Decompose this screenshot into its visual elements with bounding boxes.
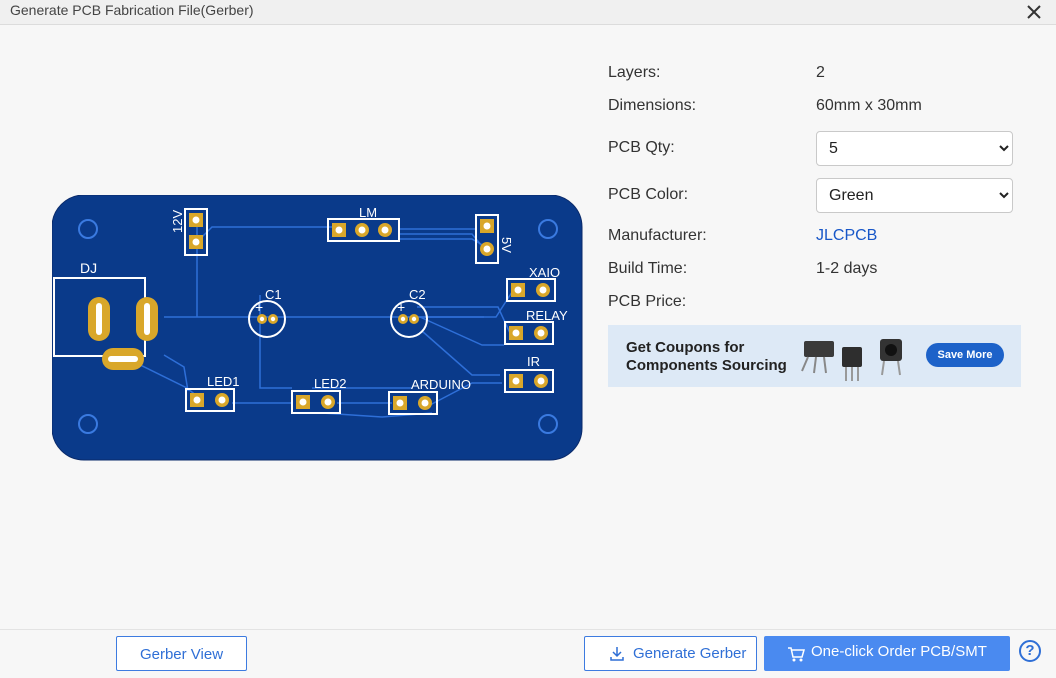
header-ir bbox=[504, 369, 554, 393]
svg-text:+: + bbox=[255, 299, 263, 315]
color-label: PCB Color: bbox=[608, 186, 689, 203]
banner-text: Get Coupons for Components Sourcing bbox=[626, 339, 787, 375]
capacitor-c1: + bbox=[248, 299, 286, 338]
dj-power-jack bbox=[53, 277, 158, 370]
download-icon bbox=[610, 647, 624, 661]
dimensions-label: Dimensions: bbox=[608, 97, 697, 114]
header-12v bbox=[184, 208, 208, 256]
window-title: Generate PCB Fabrication File(Gerber) bbox=[10, 2, 254, 18]
label-c2: C2 bbox=[409, 287, 426, 302]
price-label: PCB Price: bbox=[608, 293, 687, 310]
label-12v: 12V bbox=[170, 210, 185, 233]
order-pcb-label: One-click Order PCB/SMT bbox=[811, 643, 987, 660]
layers-label: Layers: bbox=[608, 64, 661, 81]
capacitor-c2: + bbox=[390, 299, 428, 338]
label-xaio: XAIO bbox=[529, 265, 560, 280]
order-pcb-button[interactable]: One-click Order PCB/SMT bbox=[764, 636, 1010, 671]
header-xaio bbox=[506, 278, 556, 302]
header-led1 bbox=[185, 388, 235, 412]
build-time-value: 1-2 days bbox=[816, 260, 878, 277]
pcb-preview: DJ 12V LM 5V + C1 bbox=[52, 195, 583, 461]
header-arduino bbox=[388, 391, 438, 415]
header-lm bbox=[327, 218, 400, 242]
header-relay bbox=[504, 321, 554, 345]
gerber-view-button[interactable]: Gerber View bbox=[116, 636, 247, 671]
build-time-label: Build Time: bbox=[608, 260, 688, 277]
help-icon[interactable]: ? bbox=[1019, 640, 1041, 662]
manufacturer-link[interactable]: JLCPCB bbox=[816, 227, 878, 244]
label-5v: 5V bbox=[499, 237, 514, 253]
label-lm: LM bbox=[359, 205, 377, 220]
coupon-banner[interactable]: Get Coupons for Components Sourcing Save… bbox=[608, 325, 1021, 387]
components-image bbox=[801, 339, 902, 381]
generate-gerber-label: Generate Gerber bbox=[633, 645, 747, 662]
layers-value: 2 bbox=[816, 64, 825, 81]
pcb-qty-select[interactable]: 5 bbox=[816, 131, 1013, 166]
generate-gerber-button[interactable]: Generate Gerber bbox=[584, 636, 757, 671]
label-relay: RELAY bbox=[526, 308, 568, 323]
manufacturer-label: Manufacturer: bbox=[608, 227, 707, 244]
label-led1: LED1 bbox=[207, 374, 240, 389]
title-bar: Generate PCB Fabrication File(Gerber) bbox=[0, 0, 1056, 25]
banner-line-2: Components Sourcing bbox=[626, 357, 787, 374]
svg-text:+: + bbox=[397, 299, 405, 315]
label-ir: IR bbox=[527, 354, 540, 369]
dimensions-value: 60mm x 30mm bbox=[816, 97, 922, 114]
cart-icon bbox=[788, 647, 805, 662]
qty-label: PCB Qty: bbox=[608, 139, 675, 156]
close-icon[interactable] bbox=[1024, 2, 1044, 22]
save-more-button[interactable]: Save More bbox=[926, 343, 1004, 367]
header-led2 bbox=[291, 390, 341, 414]
pcb-color-select[interactable]: Green bbox=[816, 178, 1013, 213]
banner-line-1: Get Coupons for bbox=[626, 339, 745, 356]
label-dj: DJ bbox=[80, 260, 97, 276]
mounting-holes bbox=[78, 219, 558, 434]
label-led2: LED2 bbox=[314, 376, 347, 391]
label-arduino: ARDUINO bbox=[411, 377, 471, 392]
label-c1: C1 bbox=[265, 287, 282, 302]
header-5v bbox=[475, 214, 499, 264]
